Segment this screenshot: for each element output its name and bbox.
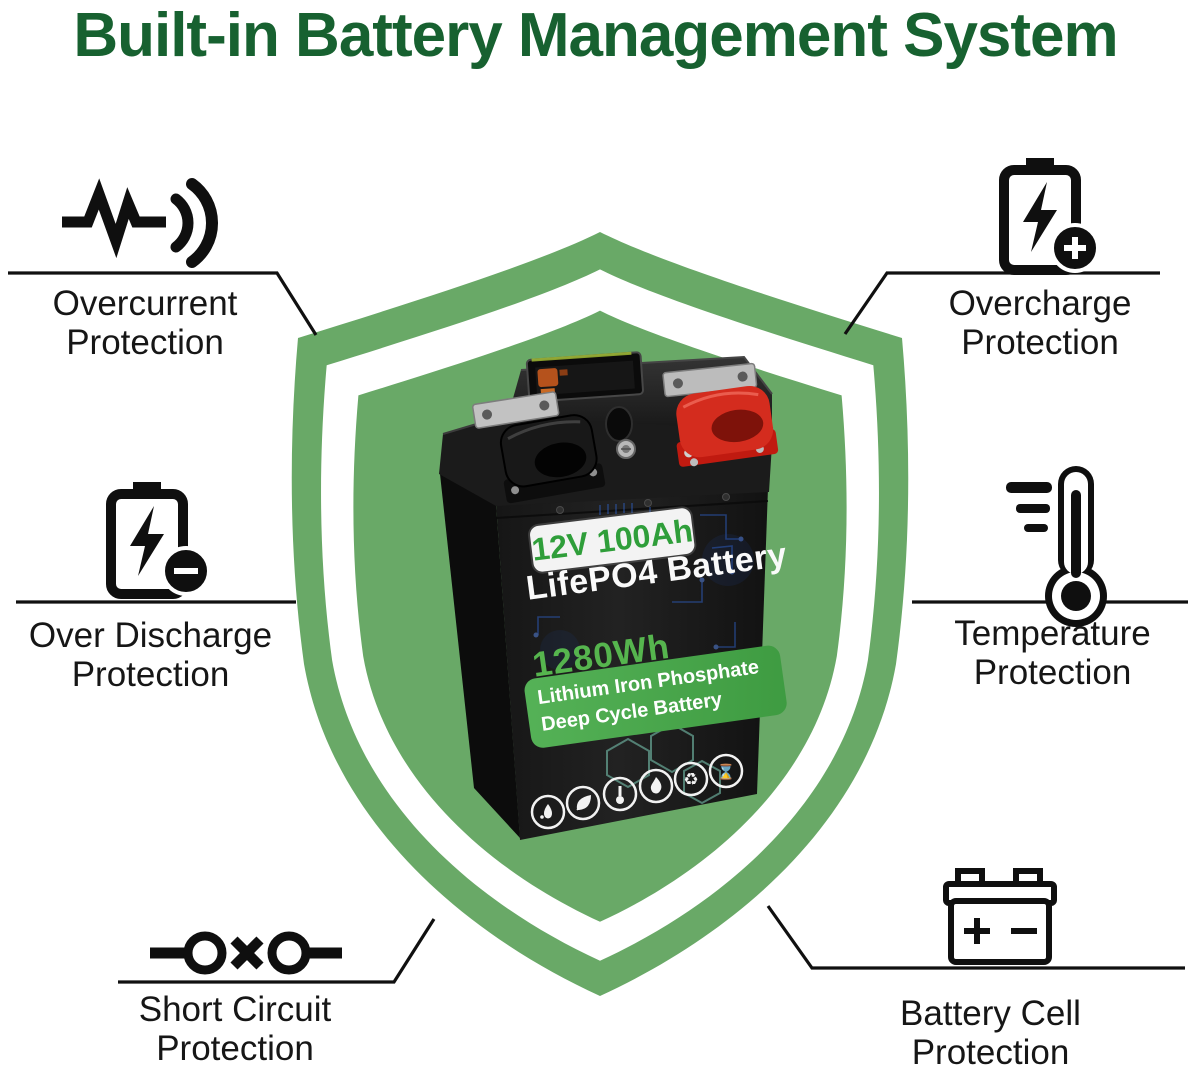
callout-label-overcharge: Overcharge Protection [905,284,1175,362]
short-circuit-icon [150,931,342,975]
fire-safety-icon [638,768,674,804]
svg-text:♻: ♻ [683,770,698,790]
callout-label-temperature: Temperature Protection [915,614,1190,692]
callout-line-top-left [8,271,318,336]
hexagon-pattern [606,722,721,805]
battery-display [525,351,644,403]
negative-terminal-cover [499,414,606,504]
page-title: Built-in Battery Management System [73,1,1118,70]
callout-label-line: Protection [973,653,1132,692]
callout-label-line: Overcharge [948,284,1132,323]
center-port [605,406,636,459]
hourglass-icon: ⌛ [708,753,744,789]
temperature-safe-icon [602,776,638,812]
overcharge-icon [999,158,1100,275]
callout-label-line: Short Circuit [138,990,332,1029]
certification-icons: ♻ ⌛ [530,753,744,830]
callout-label-line: Battery Cell [900,994,1081,1033]
over-discharge-icon [106,482,211,599]
callout-label-overcurrent: Overcurrent Protection [10,284,280,362]
positive-terminal-cover [676,385,779,467]
overcurrent-icon [62,178,219,268]
eco-leaf-icon [565,785,601,821]
callout-label-line: Protection [66,323,224,362]
callout-label-line: Protection [961,323,1119,362]
battery-cell-icon [943,868,1057,965]
mounting-bracket-left [472,391,560,429]
temperature-icon [1006,466,1107,627]
callout-label-line: Overcurrent [52,284,238,323]
callout-label-line: Protection [156,1029,314,1068]
callout-line-bottom-left [118,918,436,984]
waterproof-icon [530,794,566,830]
callout-label-over-discharge: Over Discharge Protection [8,616,293,694]
callout-label-battery-cell: Battery Cell Protection [858,994,1123,1068]
svg-text:⌛: ⌛ [717,763,736,781]
callout-line-bottom-right [766,905,1185,970]
callout-label-short-circuit: Short Circuit Protection [100,990,370,1068]
callout-label-line: Protection [71,655,230,694]
recycle-icon: ♻ [673,761,709,797]
callout-label-line: Over Discharge [28,616,273,655]
callout-label-line: Temperature [954,614,1151,653]
callout-label-line: Protection [911,1033,1070,1068]
